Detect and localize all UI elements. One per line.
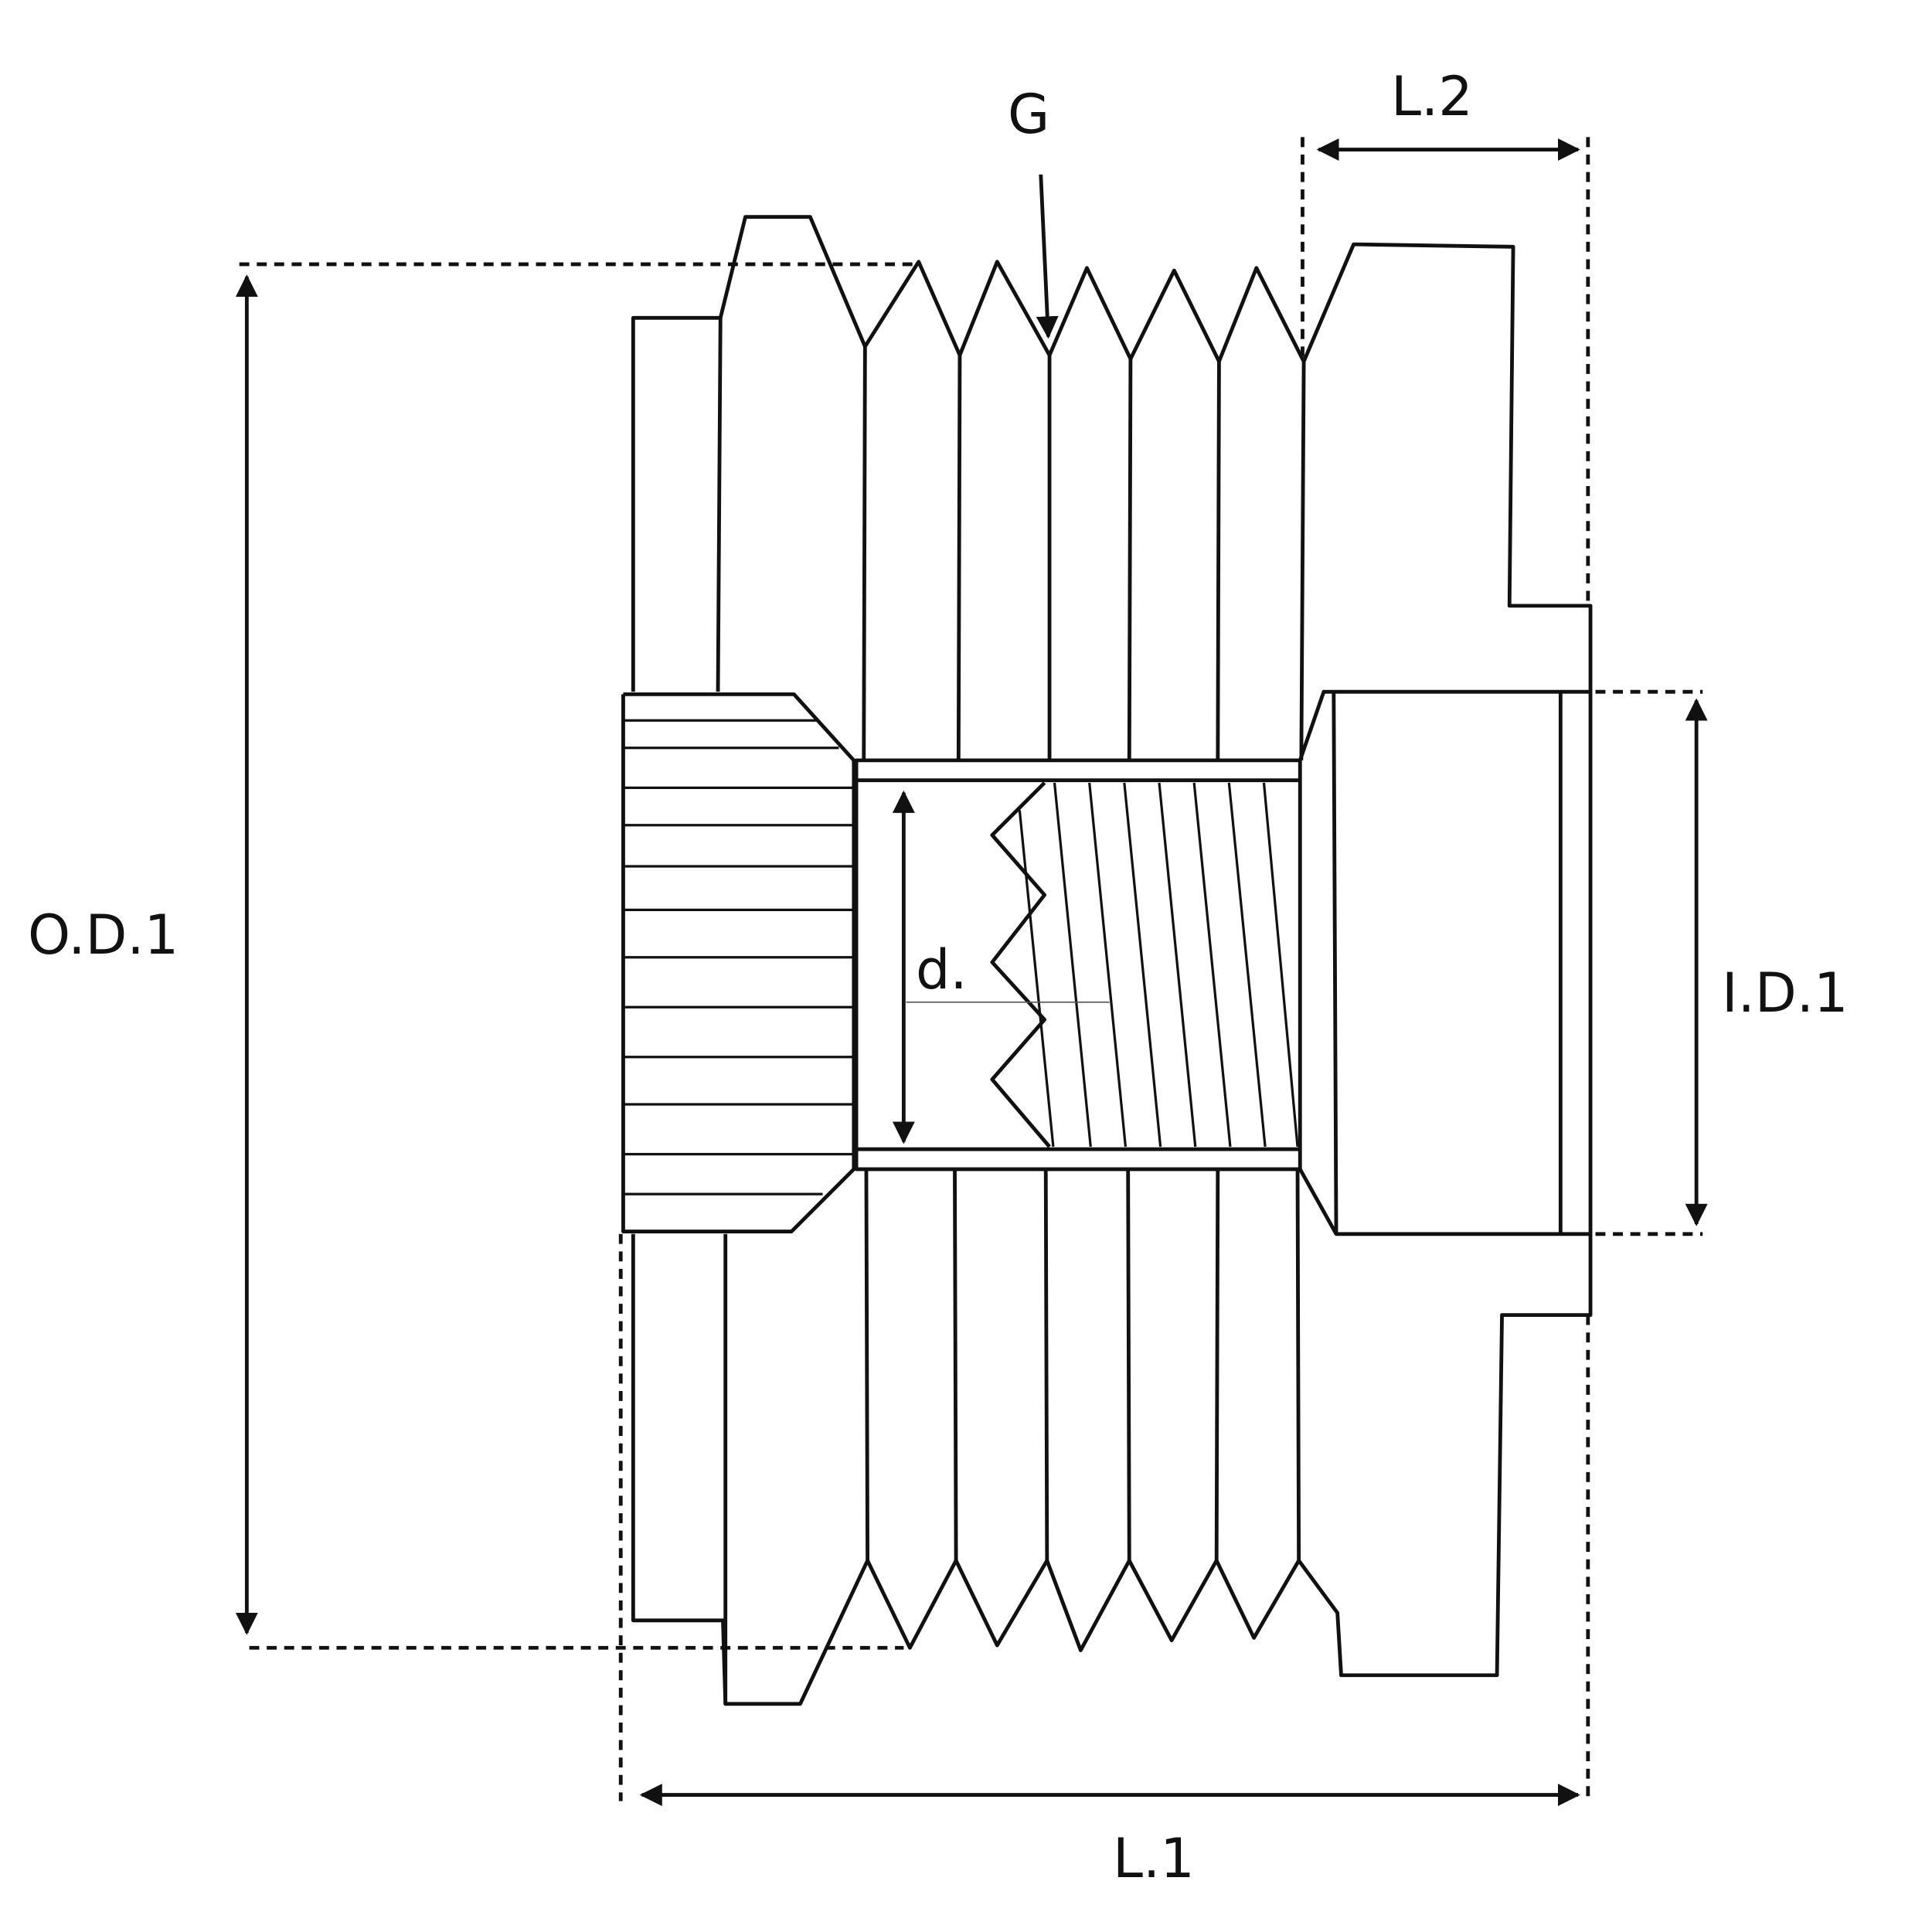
label-thread-diameter: d.	[916, 938, 968, 1002]
dimension-l1	[618, 1233, 1590, 1807]
right-hub	[1298, 689, 1593, 1236]
label-inner-diameter: I.D.1	[1722, 961, 1849, 1025]
pulley-body-top	[631, 215, 1593, 760]
label-length-2: L.2	[1391, 65, 1473, 128]
label-groove: G	[1008, 83, 1050, 146]
dimension-od1	[235, 262, 917, 1650]
label-outer-diameter: O.D.1	[28, 903, 179, 967]
label-length-1: L.1	[1113, 1827, 1195, 1890]
threaded-bore	[854, 758, 1302, 1172]
left-hub	[621, 692, 856, 1233]
pulley-body-bottom	[631, 1168, 1593, 1706]
dimension-id1	[1595, 689, 1708, 1236]
dimension-l2	[1301, 137, 1590, 606]
groove-pointer	[1036, 174, 1059, 339]
